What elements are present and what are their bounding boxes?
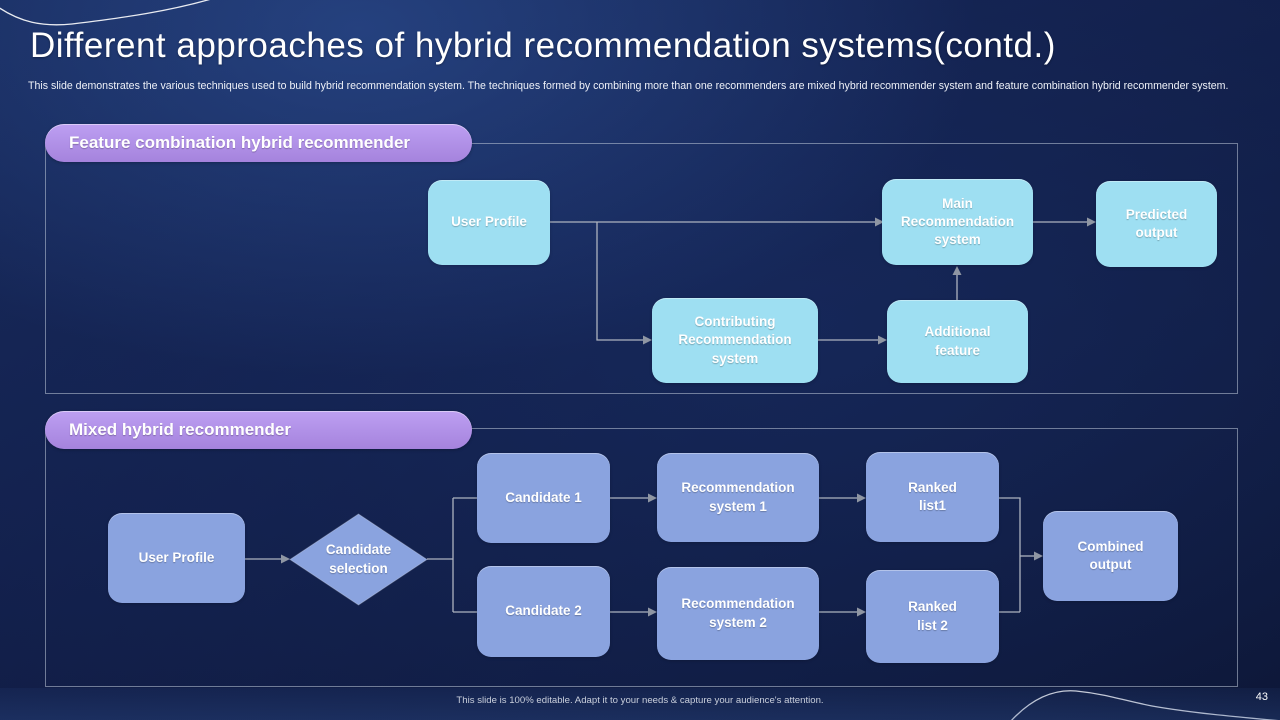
node-label: Main Recommendation system xyxy=(900,195,1015,248)
node-user-profile-1: User Profile xyxy=(428,180,550,265)
node-candidate-2: Candidate 2 xyxy=(477,566,610,657)
node-label: Ranked list1 xyxy=(908,479,957,513)
node-label: Additional feature xyxy=(924,324,991,358)
node-label: Combined output xyxy=(1077,538,1144,572)
footer-note: This slide is 100% editable. Adapt it to… xyxy=(456,695,824,706)
node-candidate-selection: Candidate selection xyxy=(325,542,392,576)
node-label: User Profile xyxy=(138,549,215,565)
node-main-recommendation-system: Main Recommendation system xyxy=(882,179,1033,265)
node-recommendation-system-2: Recommendation system 2 xyxy=(657,567,819,660)
node-label: Ranked list 2 xyxy=(908,599,957,633)
section-header-mixed-hybrid: Mixed hybrid recommender xyxy=(45,411,472,449)
node-label: User Profile xyxy=(451,214,527,230)
node-label: Candidate 2 xyxy=(505,603,582,619)
page-title: Different approaches of hybrid recommend… xyxy=(30,26,1056,65)
node-label: Recommendation system 2 xyxy=(681,596,795,630)
node-predicted-output: Predicted output xyxy=(1096,181,1217,267)
node-recommendation-system-1: Recommendation system 1 xyxy=(657,453,819,542)
node-combined-output: Combined output xyxy=(1043,511,1178,601)
node-additional-feature: Additional feature xyxy=(887,300,1028,383)
feature-combination-frame xyxy=(45,143,1238,394)
node-label: Recommendation system 1 xyxy=(681,480,795,514)
section-header-label: Feature combination hybrid recommender xyxy=(69,133,411,152)
node-candidate-1: Candidate 1 xyxy=(477,453,610,543)
mixed-hybrid-frame xyxy=(45,428,1238,687)
node-contributing-recommendation-system: Contributing Recommendation system xyxy=(652,298,818,383)
node-ranked-list-1: Ranked list1 xyxy=(866,452,999,542)
footer-bar xyxy=(0,688,1280,720)
slide-description: This slide demonstrates the various tech… xyxy=(28,80,1229,92)
decorative-curve-top-left xyxy=(0,0,211,26)
node-label: Contributing Recommendation system xyxy=(678,314,792,366)
node-user-profile-2: User Profile xyxy=(108,513,245,603)
node-ranked-list-2: Ranked list 2 xyxy=(866,570,999,663)
section-header-feature-combination: Feature combination hybrid recommender xyxy=(45,124,472,162)
node-label: Predicted output xyxy=(1125,206,1188,240)
section-header-label: Mixed hybrid recommender xyxy=(69,420,292,439)
node-label: Candidate 1 xyxy=(505,489,582,505)
page-number: 43 xyxy=(1255,691,1268,703)
